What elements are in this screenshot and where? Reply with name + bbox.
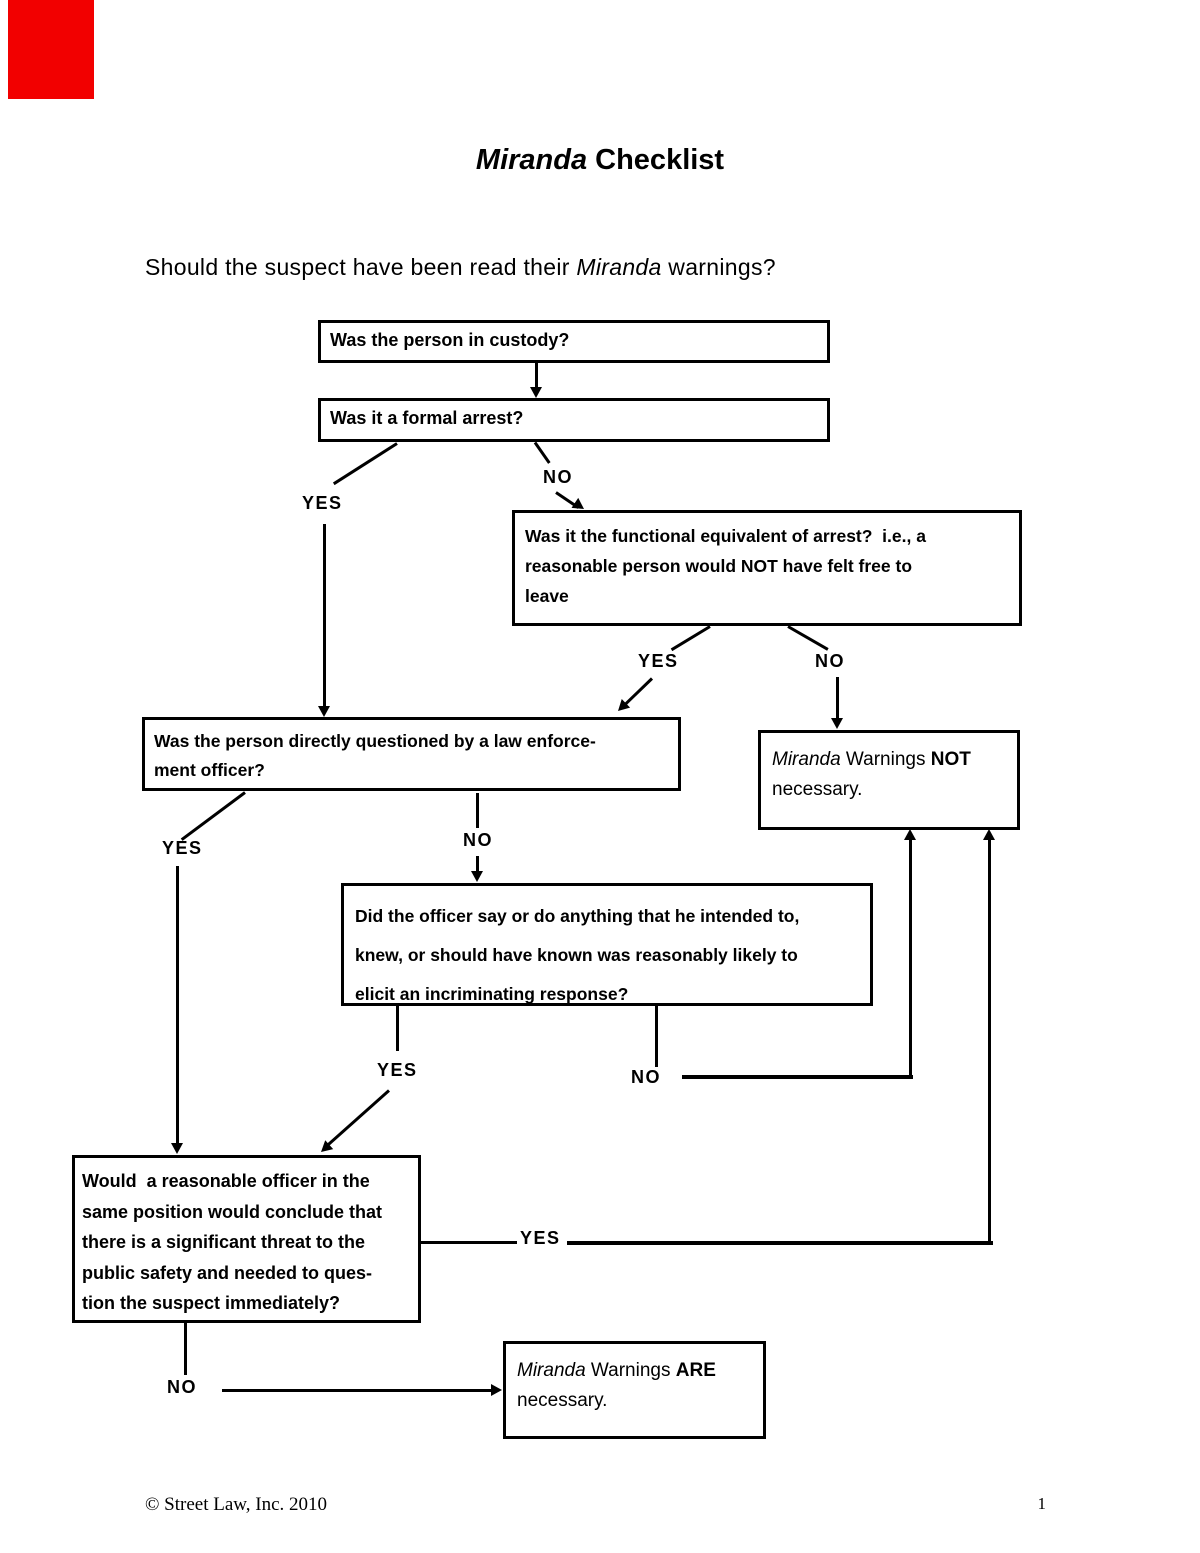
box-public-line4: public safety and needed to ques- <box>82 1262 373 1283</box>
line-public-no-stub <box>184 1323 187 1375</box>
label-yes-formal-arrest: YES <box>302 493 343 513</box>
label-yes-officer: YES <box>377 1060 418 1080</box>
line-formal-yes-diagonal <box>332 442 398 486</box>
not-necessary-line2: necessary. <box>772 779 863 800</box>
box-directly-questioned: Was the person directly questioned by a … <box>142 717 681 791</box>
box-questioned-line1: Was the person directly questioned by a … <box>154 731 596 751</box>
box-functional-line3: leave <box>525 586 569 606</box>
title-rest: Checklist <box>587 144 725 176</box>
line-questioned-no-stub <box>476 793 479 828</box>
line-formal-no-diagonal <box>533 441 551 464</box>
arrowhead-yes5-into-not-necessary <box>983 829 995 840</box>
label-yes-public-safety: YES <box>520 1228 561 1248</box>
line-yes5-right <box>567 1241 993 1245</box>
arrowhead-custody-to-formal <box>530 387 542 398</box>
arrowhead-yes3-into-public-safety <box>171 1143 183 1154</box>
box-public-line1: Would a reasonable officer in the <box>82 1171 370 1191</box>
box-in-custody-text: Was the person in custody? <box>330 330 570 350</box>
line-no3-arrow-stem <box>476 856 479 872</box>
box-functional-line2: reasonable person would NOT have felt fr… <box>525 556 913 576</box>
label-no-functional: NO <box>815 651 845 671</box>
arrowhead-no5-into-are-necessary <box>491 1384 502 1396</box>
title-miranda: Miranda <box>475 144 588 176</box>
not-necessary-line1: Miranda Warnings NOT <box>772 745 1017 775</box>
red-corner-mark <box>8 0 94 99</box>
line-no5-horizontal <box>222 1389 492 1392</box>
box-functional-equivalent: Was it the functional equivalent of arre… <box>512 510 1022 626</box>
line-officer-no-stub <box>655 1005 658 1067</box>
label-no-formal-arrest: NO <box>543 467 573 487</box>
intro-question: Should the suspect have been read their … <box>145 254 776 281</box>
arrowhead-no2-into-not-necessary <box>831 718 843 729</box>
box-formal-arrest-text: Was it a formal arrest? <box>330 408 524 428</box>
page-number: 1 <box>1037 1494 1047 1513</box>
line-no4-horizontal <box>682 1075 913 1079</box>
line-no4-vertical-up <box>909 839 912 1079</box>
label-no-questioned: NO <box>463 830 493 850</box>
label-yes-questioned: YES <box>162 838 203 858</box>
are-necessary-line1: Miranda Warnings ARE <box>517 1356 763 1386</box>
line-functional-yes-diagonal <box>670 625 711 652</box>
line-functional-no-diagonal <box>787 625 829 651</box>
line-yes5-vertical-up <box>988 839 991 1244</box>
line-officer-yes-stub <box>396 1005 399 1051</box>
box-public-safety: Would a reasonable officer in the same p… <box>72 1155 421 1323</box>
are-necessary-mid: Warnings <box>585 1360 676 1381</box>
box-public-line3: there is a significant threat to the <box>82 1232 366 1252</box>
line-questioned-yes-diagonal <box>180 791 246 841</box>
label-no-officer: NO <box>631 1067 661 1087</box>
intro-miranda: Miranda <box>576 254 662 280</box>
box-officer-line3: elicit an incriminating response? <box>355 984 629 1004</box>
page-title: Miranda Checklist <box>0 144 1200 177</box>
box-warnings-not-necessary: Miranda Warnings NOT necessary. <box>758 730 1020 830</box>
box-questioned-line2: ment officer? <box>154 760 265 780</box>
label-no-public-safety: NO <box>167 1377 197 1397</box>
line-yes3-down <box>176 866 179 1143</box>
copyright-text: © Street Law, Inc. 2010 <box>145 1494 328 1515</box>
box-formal-arrest: Was it a formal arrest? <box>318 398 830 442</box>
line-no2-down <box>836 677 839 719</box>
arrowhead-no3-into-officer <box>471 871 483 882</box>
arrow-custody-to-formal <box>535 362 538 387</box>
intro-pre: Should the suspect have been read their <box>145 254 577 280</box>
label-yes-functional: YES <box>638 651 679 671</box>
line-yes4-diagonal <box>323 1089 390 1149</box>
are-necessary-miranda: Miranda <box>517 1360 586 1381</box>
box-in-custody: Was the person in custody? <box>318 320 830 363</box>
box-public-line2: same position would conclude that <box>82 1201 383 1222</box>
not-necessary-miranda: Miranda <box>772 749 841 770</box>
intro-post: warnings? <box>661 254 776 280</box>
box-functional-line1: Was it the functional equivalent of arre… <box>525 526 926 546</box>
box-officer-line2: knew, or should have known was reasonabl… <box>355 945 798 965</box>
arrowhead-yes1-into-questioned <box>318 706 330 717</box>
box-public-line5: tion the suspect immediately? <box>82 1293 341 1313</box>
box-officer-conduct: Did the officer say or do anything that … <box>341 883 873 1006</box>
box-warnings-are-necessary: Miranda Warnings ARE necessary. <box>503 1341 766 1439</box>
line-yes1-down <box>323 524 326 707</box>
line-yes5-left <box>421 1241 517 1244</box>
not-necessary-emph: NOT <box>930 749 971 770</box>
box-officer-line1: Did the officer say or do anything that … <box>355 906 800 926</box>
arrowhead-no4-into-not-necessary <box>904 829 916 840</box>
are-necessary-line2: necessary. <box>517 1390 608 1411</box>
are-necessary-emph: ARE <box>675 1360 716 1381</box>
not-necessary-mid: Warnings <box>840 749 931 770</box>
